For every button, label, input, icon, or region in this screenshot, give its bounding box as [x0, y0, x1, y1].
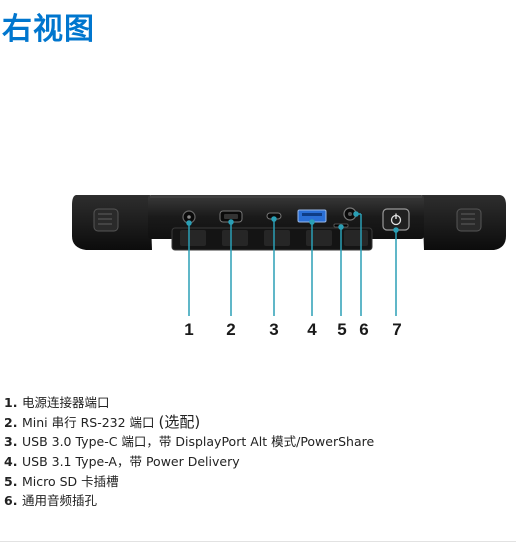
left-bumper-grip: [93, 208, 119, 232]
callout-4: 4: [307, 320, 317, 339]
divider: [0, 541, 516, 542]
item-text: USB 3.0 Type-C 端口，带 DisplayPort Alt 模式/P…: [22, 434, 375, 450]
item-number: 6.: [4, 493, 18, 509]
callout-1: 1: [184, 320, 193, 339]
tablet-edge: [72, 195, 506, 251]
callout-7: 7: [392, 320, 401, 339]
callout-numbers: 1 2 3 4 5 6 7: [184, 320, 401, 339]
callout-6: 6: [359, 320, 368, 339]
power-button: [382, 208, 410, 231]
item-number: 5.: [4, 473, 18, 489]
list-item: 5.Micro SD 卡插槽: [4, 472, 374, 492]
item-number: 4.: [4, 454, 18, 470]
right-bumper-grip: [456, 208, 482, 232]
callout-5: 5: [337, 320, 346, 339]
list-item: 3.USB 3.0 Type-C 端口，带 DisplayPort Alt 模式…: [4, 432, 374, 452]
item-text: Micro SD 卡插槽: [22, 473, 119, 489]
item-number: 2.: [4, 414, 18, 430]
item-text: 通用音频插孔: [22, 493, 98, 509]
item-optional-note: (选配): [158, 412, 201, 431]
leader-lines: [186, 211, 399, 316]
item-number: 3.: [4, 434, 18, 450]
callout-3: 3: [269, 320, 278, 339]
port-legend-list: 1. 电源连接器端口 2.Mini 串行 RS-232 端口 (选配) 3.USB…: [4, 393, 374, 511]
list-item: 6.通用音频插孔: [4, 491, 374, 511]
list-item: 2.Mini 串行 RS-232 端口 (选配): [4, 413, 374, 433]
page-title: 右视图: [2, 12, 95, 47]
item-number: 1.: [4, 395, 18, 410]
list-item: 4.USB 3.1 Type-A，带 Power Delivery: [4, 452, 374, 472]
item-text: USB 3.1 Type-A，带 Power Delivery: [22, 454, 240, 470]
item-text: 电源连接器端口: [22, 395, 110, 410]
list-item: 1. 电源连接器端口: [4, 393, 374, 413]
callout-2: 2: [226, 320, 235, 339]
item-text: Mini 串行 RS-232 端口: [22, 414, 159, 430]
